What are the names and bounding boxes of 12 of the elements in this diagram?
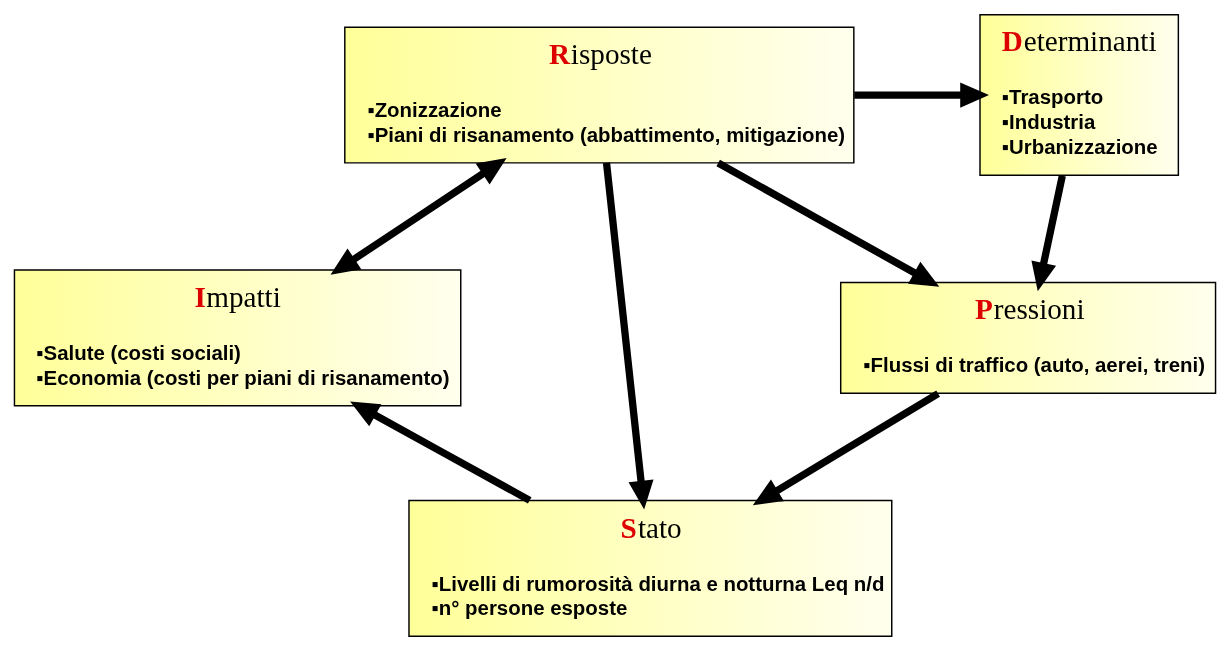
arrow	[752, 390, 940, 506]
arrow	[854, 82, 989, 108]
node-box: Impatti ▪Salute (costi sociali) ▪Economia (costi per piani di risanamento)	[13, 269, 462, 407]
arrow	[716, 159, 940, 287]
node-box: Risposte ▪Zonizzazione ▪Piani di risanamento (abbattimento, mitigazione)	[344, 26, 855, 164]
arrow	[350, 401, 532, 504]
arrow	[1031, 174, 1066, 292]
node-box: Pressioni ▪Flussi di traffico (auto, aerei, treni)	[840, 281, 1217, 395]
arrow	[602, 162, 654, 510]
arrow	[330, 158, 507, 275]
node-box: Stato ▪Livelli di rumorosità diurna e notturna Leq n/d ▪n° persone esposte	[408, 499, 893, 637]
node-box: Determinanti ▪Trasporto ▪Industria ▪Urbanizzazione	[979, 14, 1180, 176]
